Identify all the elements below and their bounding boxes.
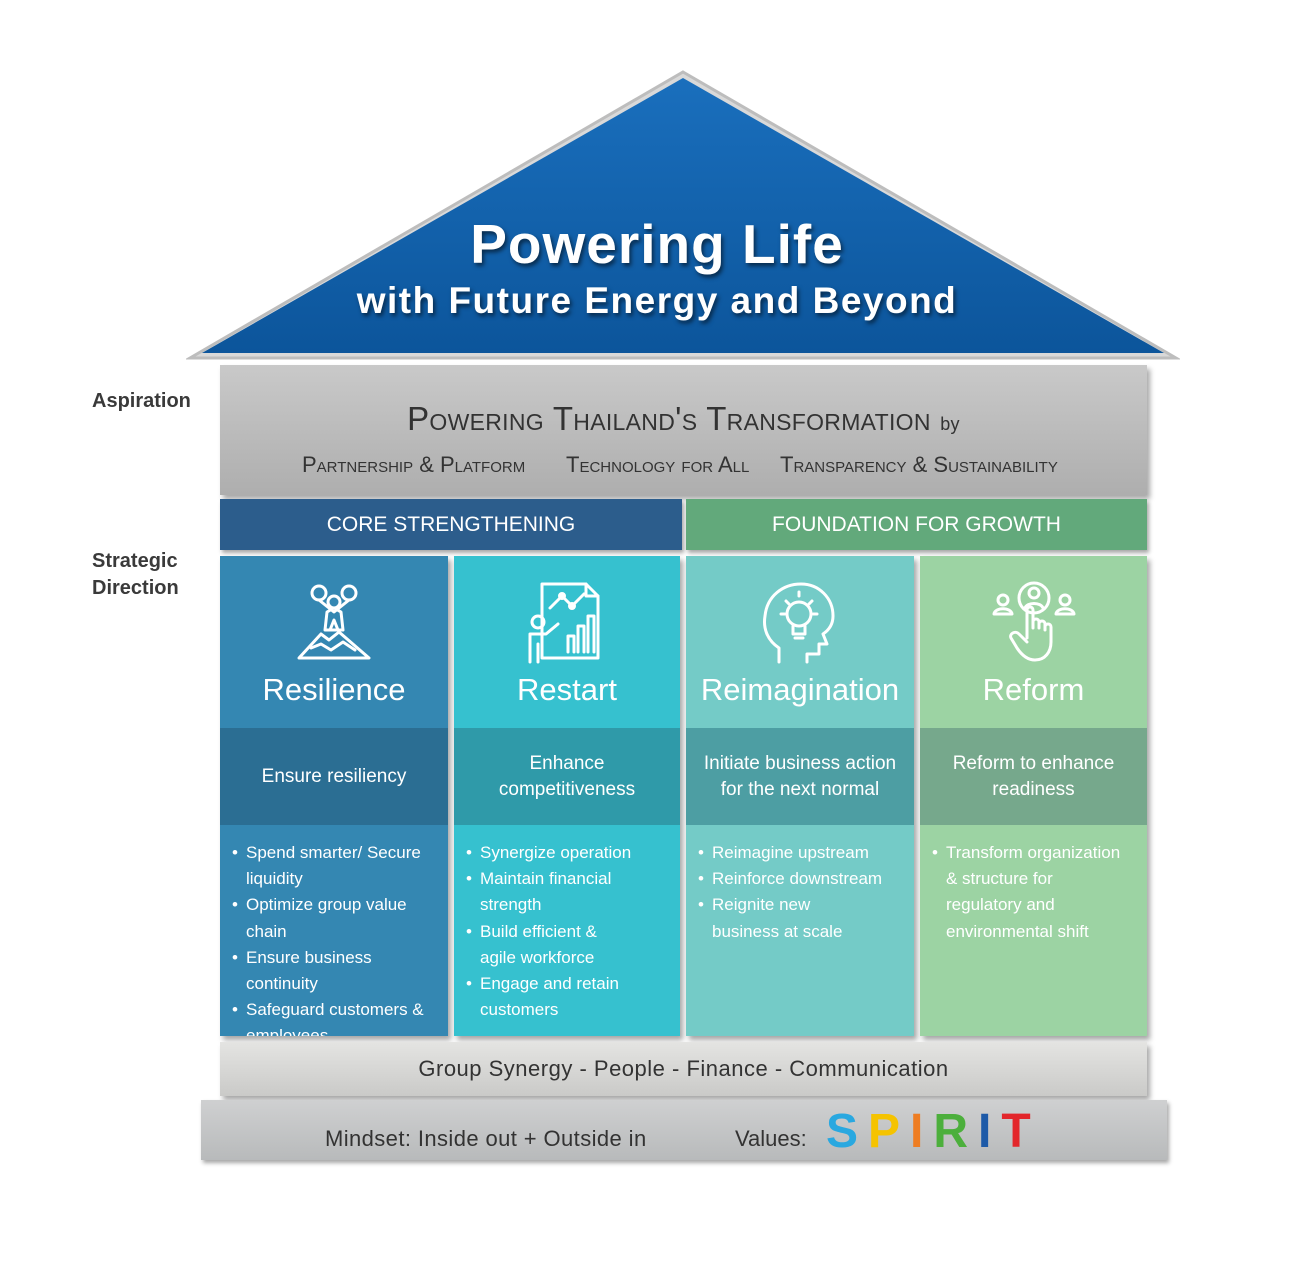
category-growth-label: FOUNDATION FOR GROWTH xyxy=(772,512,1061,536)
bullet-item: Reinforce downstream xyxy=(698,866,914,892)
bullet-item: Safeguard customers & employees xyxy=(232,997,448,1036)
pillar-restart: Restart Enhance competitiveness Synergiz… xyxy=(454,556,680,1036)
pillar-title: Reimagination xyxy=(700,672,900,707)
presentation-chart-icon xyxy=(528,582,600,664)
tagline-line: Ensure resiliency xyxy=(261,765,407,787)
bullet-item: Build efficient & agile workforce xyxy=(466,919,620,971)
pillar-bullets: Synergize operation Maintain financial s… xyxy=(454,825,680,1036)
roof-title: Powering Life xyxy=(470,213,844,275)
aspiration-label: Aspiration xyxy=(92,390,191,412)
people-touch-icon xyxy=(992,581,1075,662)
lightbulb-head-icon xyxy=(763,582,835,664)
roof-subtitle: with Future Energy and Beyond xyxy=(356,280,958,321)
mindset-text: Mindset: Inside out + Outside in xyxy=(325,1126,647,1151)
enablers-text: Group Synergy - People - Finance - Commu… xyxy=(418,1056,949,1081)
pillar-head: Reimagination xyxy=(686,556,914,728)
pillar-resilience: Resilience Ensure resiliency Spend smart… xyxy=(220,556,448,1036)
aspiration-band: Powering Thailand's Transformation by Pa… xyxy=(220,365,1147,495)
spirit-letter-r: R xyxy=(933,1105,979,1158)
strategic-label-line1: Strategic xyxy=(92,550,178,572)
category-foundation-for-growth: FOUNDATION FOR GROWTH xyxy=(686,499,1147,550)
strategic-label-line2: Direction xyxy=(92,577,179,599)
spirit-letter-i: I xyxy=(910,1105,934,1158)
category-core-label: CORE STRENGTHENING xyxy=(326,512,576,536)
aspiration-pillar-2: Technology for All xyxy=(566,452,750,477)
pillar-bullets: Reimagine upstream Reinforce downstream … xyxy=(686,825,914,1036)
pillar-tagline: Reform to enhance readiness xyxy=(920,728,1147,825)
pillar-title: Restart xyxy=(517,672,617,707)
tagline-line: readiness xyxy=(992,778,1075,800)
values-label: Values: xyxy=(735,1126,807,1151)
pillar-title: Reform xyxy=(982,672,1085,707)
aspiration-pillar-1: Partnership & Platform xyxy=(302,452,526,477)
bullet-item: Maintain financial strength xyxy=(466,866,630,918)
category-core-strengthening: CORE STRENGTHENING xyxy=(220,499,682,550)
aspiration-title-text: Powering Thailand's Transformation xyxy=(407,400,931,437)
spirit-letter-t: T xyxy=(1001,1105,1041,1158)
mountain-climber-icon xyxy=(297,584,371,660)
pillar-reform: Reform Reform to enhance readiness Trans… xyxy=(920,556,1147,1036)
tagline-line: Enhance xyxy=(529,752,605,774)
bullet-item: Engage and retain customers xyxy=(466,971,630,1023)
pillar-title: Resilience xyxy=(262,672,406,707)
bullet-item: Reignite new business at scale xyxy=(698,892,882,944)
strategic-direction-label: Strategic Direction xyxy=(92,548,179,602)
spirit-letter-p: P xyxy=(868,1105,911,1158)
house-roof xyxy=(186,70,1180,360)
tagline-line: for the next normal xyxy=(720,778,880,800)
bullet-item: Spend smarter/ Secure liquidity xyxy=(232,840,448,892)
enablers-bar: Group Synergy - People - Finance - Commu… xyxy=(220,1042,1147,1096)
tagline-line: Reform to enhance xyxy=(952,752,1115,774)
aspiration-title: Powering Thailand's Transformation by xyxy=(220,400,1147,438)
pillar-head: Restart xyxy=(454,556,680,728)
foundation-bar: Mindset: Inside out + Outside in Values:… xyxy=(201,1100,1167,1160)
bullet-item: Reimagine upstream xyxy=(698,840,914,866)
aspiration-by: by xyxy=(940,414,960,434)
pillar-bullets: Spend smarter/ Secure liquidity Optimize… xyxy=(220,825,448,1036)
bullet-item: Ensure business continuity xyxy=(232,945,448,997)
pillar-head: Resilience xyxy=(220,556,448,728)
aspiration-pillar-3: Transparency & Sustainability xyxy=(780,452,1058,477)
spirit-letter-s: S xyxy=(826,1105,869,1158)
bullet-item: Optimize group value chain xyxy=(232,892,448,944)
spirit-values: SPIRIT xyxy=(826,1106,1041,1158)
tagline-line: competitiveness xyxy=(498,778,636,800)
pillar-tagline: Enhance competitiveness xyxy=(454,728,680,825)
pillar-tagline: Ensure resiliency xyxy=(220,728,448,825)
bullet-item: Transform organization & structure for r… xyxy=(932,840,1126,945)
pillar-bullets: Transform organization & structure for r… xyxy=(920,825,1147,1036)
pillar-tagline: Initiate business action for the next no… xyxy=(686,728,914,825)
bullet-item: Synergize operation xyxy=(466,840,680,866)
tagline-line: Initiate business action xyxy=(703,752,897,774)
spirit-letter-i2: I xyxy=(978,1105,1002,1158)
pillar-head: Reform xyxy=(920,556,1147,728)
pillar-reimagination: Reimagination Initiate business action f… xyxy=(686,556,914,1036)
